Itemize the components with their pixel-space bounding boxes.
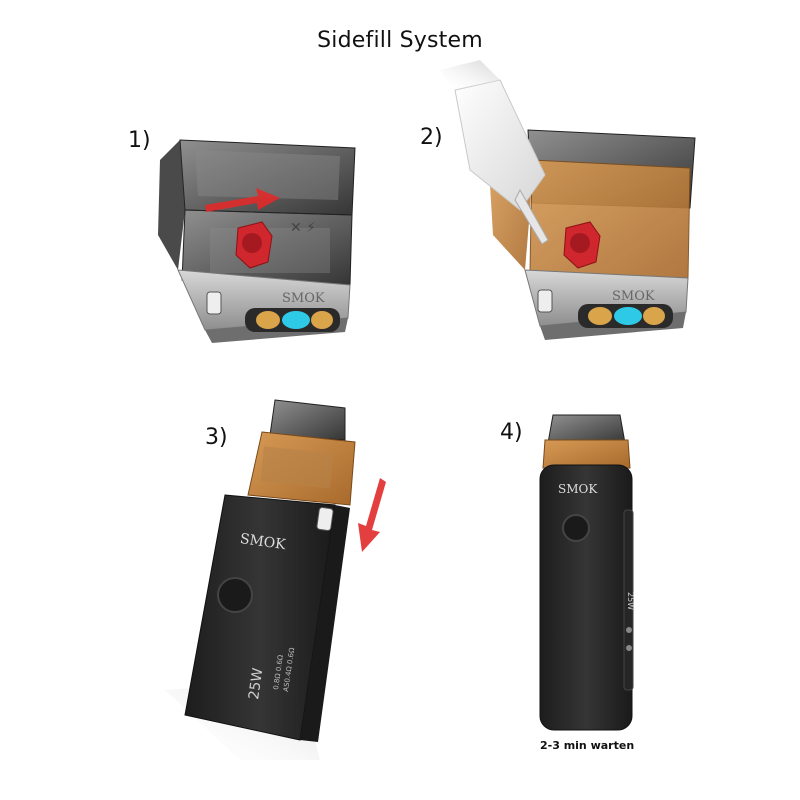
device-print-4: 25W bbox=[626, 592, 635, 610]
step-4-number: 4) bbox=[500, 420, 523, 445]
device-brand-4: SMOK bbox=[558, 482, 598, 496]
device-step-3: SMOK 25W 0.8Ω 0.6Ω AS0.4Ω 0.6Ω bbox=[165, 399, 386, 760]
step-4-caption: 2-3 min warten bbox=[540, 739, 635, 752]
pod-brand-2: SMOK bbox=[612, 289, 655, 304]
device-brand-3: SMOK bbox=[239, 531, 287, 553]
pod-step-2: SMOK bbox=[440, 60, 696, 340]
device-print-3-power: 25W bbox=[246, 667, 266, 701]
step-1-number: 1) bbox=[128, 128, 151, 153]
step-3-number: 3) bbox=[205, 425, 228, 450]
eliquid-bottle bbox=[440, 60, 549, 245]
red-stopper-1 bbox=[235, 221, 273, 269]
pod-brand-1: SMOK bbox=[282, 291, 325, 306]
pod-step-1: ✕ ⚡ SMOK bbox=[158, 139, 356, 343]
red-arrow-1 bbox=[205, 188, 280, 212]
red-arrow-3 bbox=[358, 478, 386, 552]
page-title: Sidefill System bbox=[317, 28, 483, 53]
svg-text:✕ ⚡: ✕ ⚡ bbox=[290, 220, 316, 236]
step-2-number: 2) bbox=[420, 125, 443, 150]
device-step-4: SMOK 25W bbox=[539, 414, 635, 731]
red-stopper-2 bbox=[563, 221, 601, 269]
